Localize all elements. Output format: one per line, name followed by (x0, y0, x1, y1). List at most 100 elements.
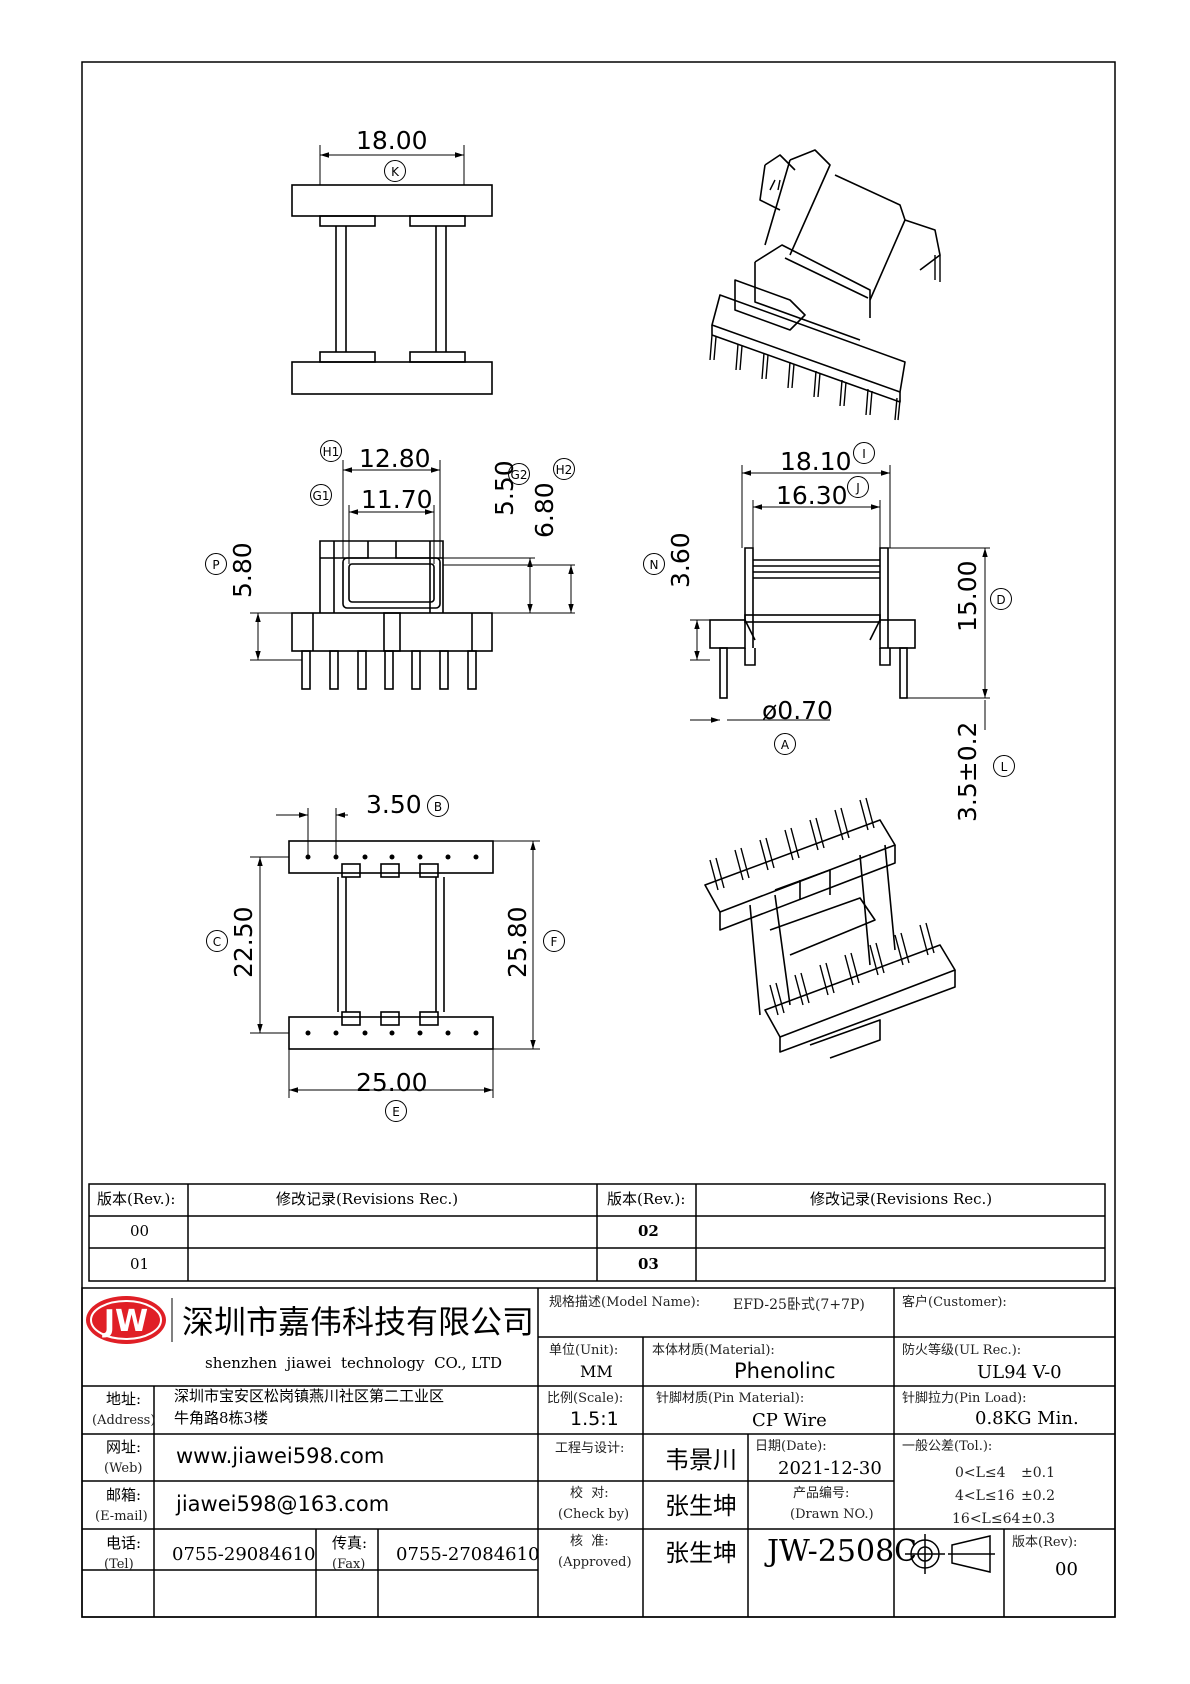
callout-h2: H2 (553, 458, 575, 480)
logo-text: JW (102, 1304, 148, 1339)
callout-e: E (385, 1100, 407, 1122)
table-grid (81, 1183, 1116, 1618)
web-value[interactable]: www.jiawei598.com (176, 1444, 385, 1468)
callout-h1: H1 (320, 440, 342, 462)
bottom-view (250, 808, 540, 1098)
front-view (250, 460, 575, 690)
callout-a: A (774, 733, 796, 755)
dim-i: 18.10 (780, 447, 852, 476)
email-value[interactable]: jiawei598@163.com (176, 1492, 390, 1516)
dim-l: 3.5±0.2 (953, 721, 982, 822)
pin-material-value: CP Wire (752, 1410, 827, 1431)
fax-label-en: (Fax) (332, 1557, 366, 1572)
ul-value: UL94 V-0 (977, 1362, 1062, 1383)
rev-row-03: 03 (638, 1255, 659, 1273)
dim-e: 25.00 (356, 1068, 428, 1097)
sheet-border (81, 61, 1116, 1618)
checker-value: 张生坤 (665, 1492, 737, 1520)
company-name-cn: 深圳市嘉伟科技有限公司 (182, 1303, 535, 1341)
scale-label: 比例(Scale): (547, 1391, 624, 1406)
model-value: EFD-25卧式(7+7P) (733, 1297, 865, 1313)
tol-range-3: 16<L≤64 (952, 1511, 1021, 1527)
drawn-label-en: (Drawn NO.) (790, 1507, 874, 1522)
top-view (291, 145, 493, 395)
rev-value: 00 (1055, 1559, 1078, 1580)
check-label-en: (Check by) (558, 1507, 630, 1522)
isometric-view-bottom (704, 797, 956, 1059)
callout-p: P (205, 553, 227, 575)
rev-label: 版本(Rev): (1012, 1535, 1078, 1550)
rev-header-left: 版本(Rev.): (97, 1190, 176, 1208)
approved-label: 核 准: (570, 1534, 609, 1549)
dim-n: 3.60 (666, 532, 695, 588)
address-line2: 牛角路8栋3楼 (174, 1409, 269, 1427)
email-label-en: (E-mail) (95, 1509, 148, 1524)
dim-f: 25.80 (503, 906, 532, 978)
email-label: 邮箱: (106, 1486, 142, 1504)
callout-b: B (427, 795, 449, 817)
unit-value: MM (580, 1362, 613, 1381)
callout-d: D (990, 588, 1012, 610)
drawn-label: 产品编号: (793, 1486, 850, 1501)
fax-value: 0755-27084610 (396, 1544, 540, 1565)
pin-material-label: 针脚材质(Pin Material): (656, 1391, 805, 1406)
isometric-view-top (709, 149, 941, 421)
model-label: 规格描述(Model Name): (549, 1295, 701, 1310)
callout-i: I (853, 442, 875, 464)
tol-value-3: ±0.3 (1021, 1511, 1055, 1527)
design-label: 工程与设计: (555, 1441, 625, 1456)
check-label: 校 对: (570, 1486, 609, 1501)
dim-b: 3.50 (366, 790, 422, 819)
scale-value: 1.5:1 (570, 1408, 619, 1430)
rev-row-01: 01 (130, 1255, 150, 1273)
dim-h2: 6.80 (530, 482, 559, 538)
callout-f: F (543, 930, 565, 952)
dim-k: 18.00 (356, 126, 428, 155)
callout-l: L (993, 755, 1015, 777)
tol-range-2: 4<L≤16 (955, 1488, 1015, 1504)
callout-g1: G1 (310, 484, 332, 506)
address-line1: 深圳市宝安区松岗镇燕川社区第二工业区 (174, 1387, 445, 1405)
designer-value: 韦景川 (665, 1446, 737, 1474)
dim-g1: 11.70 (361, 485, 433, 514)
tol-value-2: ±0.2 (1021, 1488, 1055, 1504)
tol-label: 一般公差(Tol.): (902, 1439, 993, 1454)
approved-label-en: (Approved) (558, 1555, 632, 1570)
dim-a: ø0.70 (762, 696, 833, 725)
part-number: JW-2508C (767, 1534, 918, 1569)
company-name-en: shenzhen jiawei technology CO., LTD (205, 1354, 503, 1372)
dim-p: 5.80 (228, 542, 257, 598)
callout-j: J (847, 476, 869, 498)
customer-label: 客户(Customer): (902, 1295, 1007, 1310)
tel-label: 电话: (106, 1534, 142, 1552)
fax-label: 传真: (332, 1534, 368, 1552)
projection-symbol (905, 1534, 995, 1574)
rev-row-00: 00 (130, 1222, 150, 1240)
tel-label-en: (Tel) (104, 1557, 134, 1572)
dim-j: 16.30 (776, 481, 848, 510)
rec-header-left: 修改记录(Revisions Rec.) (276, 1190, 459, 1208)
material-value: Phenolinc (734, 1359, 836, 1383)
address-label-en: (Address) (92, 1413, 156, 1428)
rec-header-right: 修改记录(Revisions Rec.) (810, 1190, 993, 1208)
ul-label: 防火等级(UL Rec.): (902, 1343, 1022, 1358)
web-label: 网址: (106, 1438, 142, 1456)
unit-label: 单位(Unit): (549, 1343, 619, 1358)
side-view (690, 465, 990, 730)
tol-value-1: ±0.1 (1021, 1465, 1055, 1481)
callout-n: N (643, 553, 665, 575)
pin-load-value: 0.8KG Min. (975, 1408, 1079, 1429)
jw-logo: JW (86, 1296, 173, 1344)
callout-c: C (206, 930, 228, 952)
date-label: 日期(Date): (755, 1439, 827, 1454)
date-value: 2021-12-30 (778, 1458, 882, 1479)
callout-k: K (384, 160, 406, 182)
tol-range-1: 0<L≤4 (955, 1465, 1006, 1481)
callout-g2: G2 (508, 463, 530, 485)
dim-c: 22.50 (229, 906, 258, 978)
material-label: 本体材质(Material): (652, 1343, 775, 1358)
rev-row-02: 02 (638, 1222, 659, 1240)
address-label: 地址: (106, 1390, 142, 1408)
approver-value: 张生坤 (665, 1539, 737, 1567)
